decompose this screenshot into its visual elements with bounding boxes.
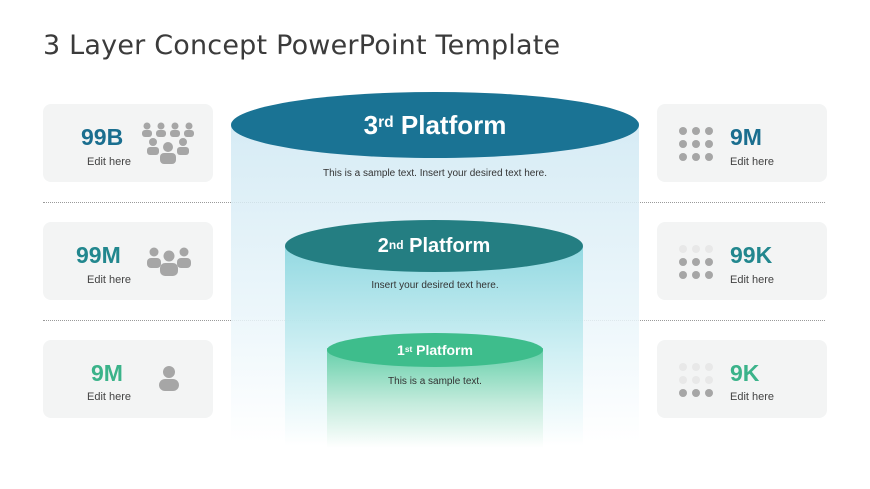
platform-2-label: Platform <box>409 234 491 257</box>
left-card-3-sub: Edit here <box>87 391 132 403</box>
right-card-2-sub: Edit here <box>730 274 775 286</box>
left-card-3 <box>43 340 213 418</box>
right-card-2-value: 99K <box>730 242 773 268</box>
dot-grid-icon <box>679 245 713 279</box>
person-icon <box>159 366 179 391</box>
platform-3-suffix: rd <box>378 114 394 132</box>
platform-3-desc: This is a sample text. Insert your desir… <box>323 168 547 179</box>
left-card-1-sub: Edit here <box>87 156 132 168</box>
platform-3-label: Platform <box>400 109 507 140</box>
left-card-2-value: 99M <box>76 242 121 268</box>
dot-grid-icon <box>679 127 713 161</box>
platform-1-label: Platform <box>416 342 473 358</box>
large-group-icon <box>142 122 194 164</box>
dot-grid-icon <box>679 363 713 397</box>
page-title: 3 Layer Concept PowerPoint Template <box>43 30 561 61</box>
right-card-1-value: 9M <box>730 124 762 150</box>
platform-2-ordinal: 2 <box>377 234 389 257</box>
group-icon <box>147 247 191 276</box>
platform-2-desc: Insert your desired text here. <box>371 280 499 291</box>
platform-3-ordinal: 3 <box>363 109 379 140</box>
platform-2-suffix: nd <box>388 237 404 252</box>
right-card-3-value: 9K <box>730 360 760 386</box>
left-card-1-value: 99B <box>81 124 124 150</box>
left-card-3-value: 9M <box>91 360 123 386</box>
right-card-1-sub: Edit here <box>730 156 775 168</box>
platform-1-desc: This is a sample text. <box>388 376 482 387</box>
left-card-2-sub: Edit here <box>87 274 132 286</box>
platform-1-suffix: st <box>404 344 413 355</box>
right-card-3-sub: Edit here <box>730 391 775 403</box>
platform-1-ordinal: 1 <box>397 342 405 358</box>
